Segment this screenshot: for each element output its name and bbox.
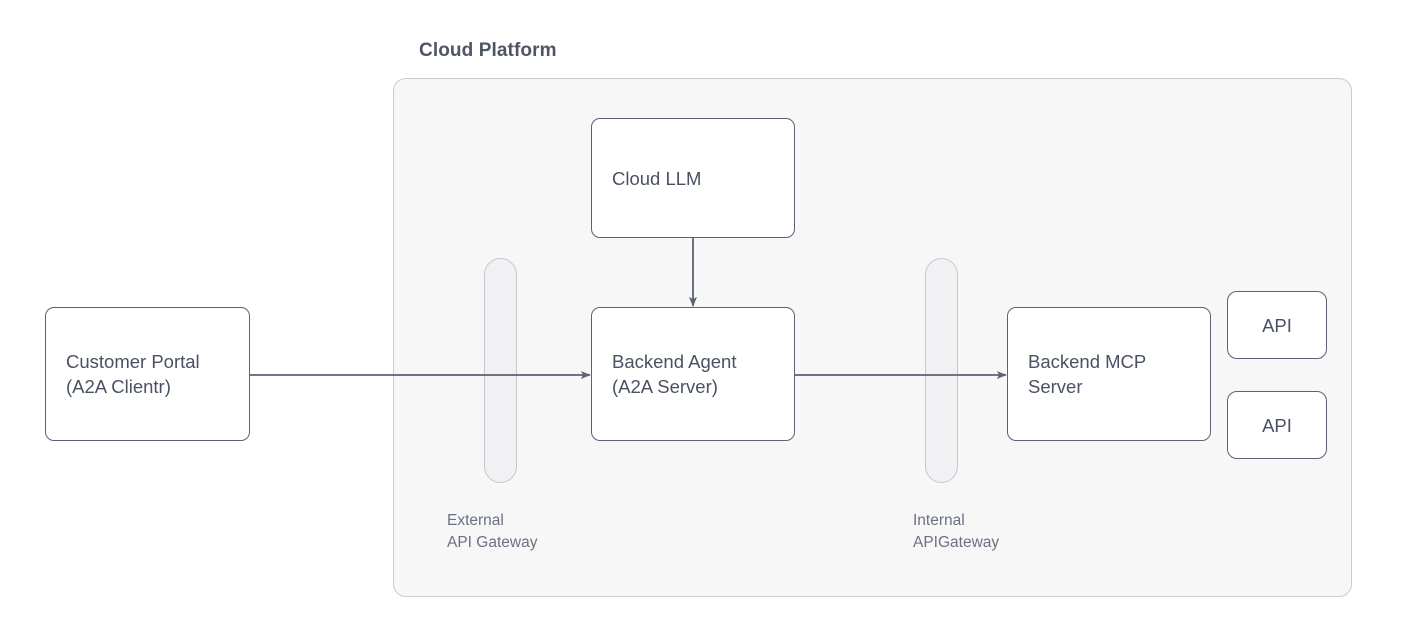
node-api-2[interactable]: API [1227,391,1327,459]
node-backend-mcp-server-label: Backend MCP Server [1028,351,1147,397]
internal-api-gateway-pill [925,258,958,483]
node-backend-mcp-server[interactable]: Backend MCP Server [1007,307,1211,441]
internal-api-gateway-label: Internal APIGateway [913,512,1000,551]
external-api-gateway-label: External API Gateway [447,512,538,551]
platform-title: Cloud Platform [419,40,557,61]
node-backend-agent-label: Backend Agent (A2A Server) [612,351,737,397]
node-api-1[interactable]: API [1227,291,1327,359]
node-customer-portal-label: Customer Portal (A2A Clientr) [66,351,200,397]
node-api-1-label: API [1262,314,1292,336]
node-backend-agent[interactable]: Backend Agent (A2A Server) [591,307,795,441]
node-cloud-llm-label: Cloud LLM [612,167,702,189]
node-customer-portal[interactable]: Customer Portal (A2A Clientr) [45,307,250,441]
node-api-2-label: API [1262,414,1292,436]
node-cloud-llm[interactable]: Cloud LLM [591,118,795,238]
external-api-gateway-pill [484,258,517,483]
